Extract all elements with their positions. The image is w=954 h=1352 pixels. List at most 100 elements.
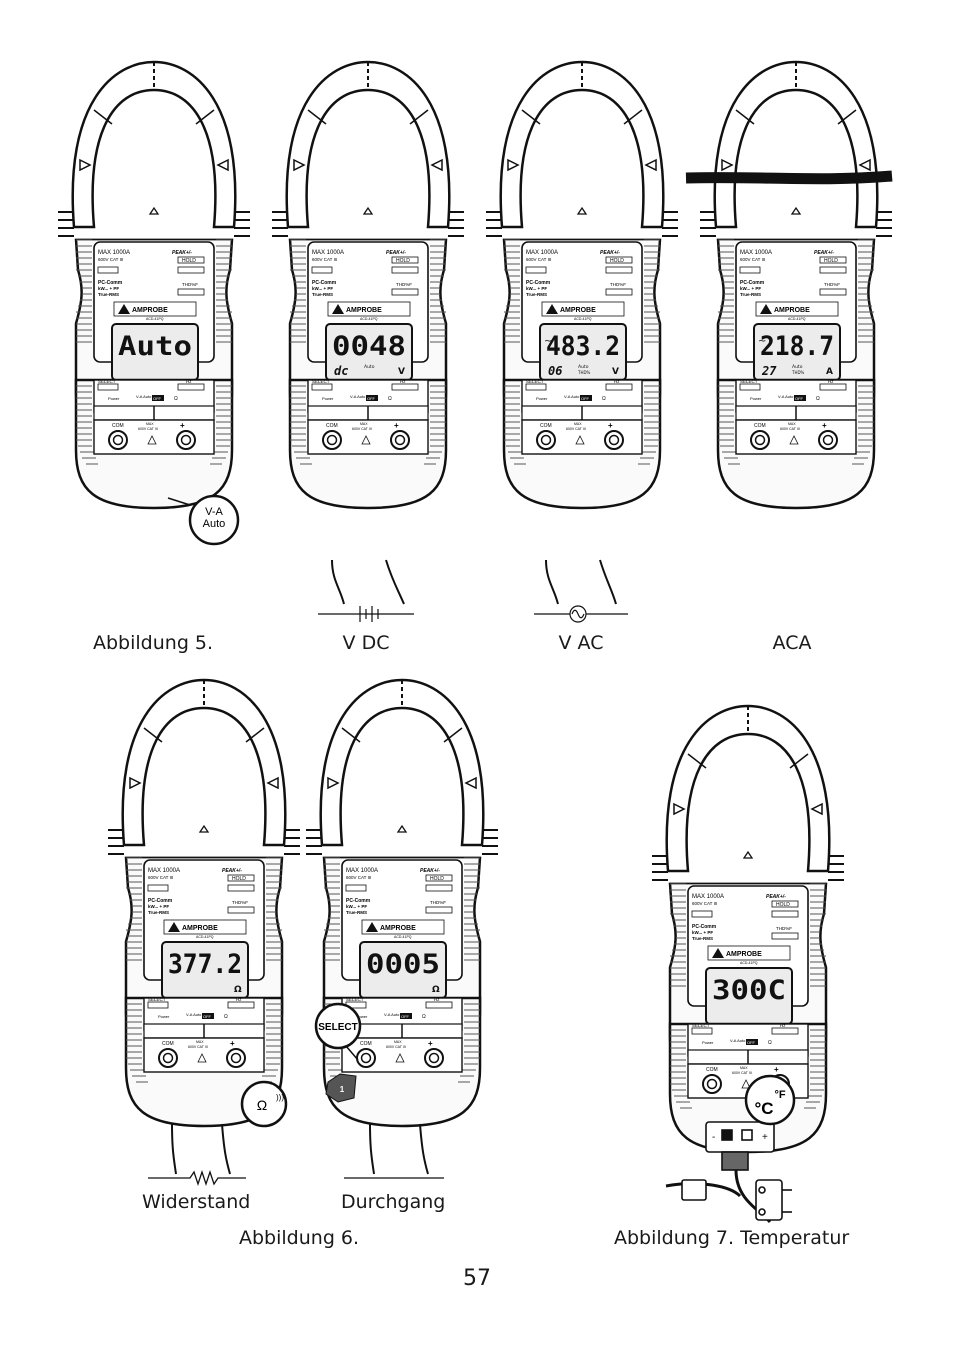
meter-aca: MAX 1000A 600V CAT III PEAK+/- HOLD PC-C…: [696, 60, 896, 510]
svg-text:True-RMS: True-RMS: [148, 910, 169, 915]
meter-lower-section: SELECT Hz Power V-A Auto OFF Ω COM MAX 6…: [302, 996, 502, 1128]
clamp-meter-drawing: MAX 1000A 600V CAT III PEAK+/- HOLD PC-C…: [486, 60, 678, 449]
svg-text:SELECT: SELECT: [692, 1023, 710, 1028]
svg-text:Power: Power: [356, 1014, 368, 1019]
svg-text:~: ~: [544, 336, 552, 347]
svg-text:V-A Auto: V-A Auto: [186, 1012, 202, 1017]
svg-text:Power: Power: [158, 1014, 170, 1019]
svg-text:600V CAT III: 600V CAT III: [352, 427, 372, 431]
svg-text:True-RMS: True-RMS: [312, 292, 333, 297]
svg-text:Power: Power: [108, 396, 120, 401]
svg-text:V-A Auto: V-A Auto: [778, 394, 794, 399]
svg-text:PEAK+/-: PEAK+/-: [814, 250, 834, 256]
svg-text:MAX 1000A: MAX 1000A: [346, 868, 378, 874]
svg-text:SELECT: SELECT: [98, 379, 116, 384]
meter-lower-drawing: SELECT Hz Power V-A Auto OFF Ω COM MAX 6…: [322, 996, 482, 1128]
continuity-leads: [344, 1123, 444, 1179]
meter-v-dc: MAX 1000A 600V CAT III PEAK+/- HOLD PC-C…: [268, 60, 468, 510]
svg-text:V: V: [612, 367, 619, 377]
svg-text:600V CAT III: 600V CAT III: [740, 257, 765, 262]
svg-text:kW... + PF: kW... + PF: [692, 930, 713, 935]
svg-text:PC-Comm: PC-Comm: [346, 898, 371, 904]
svg-text:kW... + PF: kW... + PF: [148, 904, 169, 909]
meter-lower-section: SELECT Hz Power V-A Auto OFF Ω COM MAX 6…: [104, 996, 304, 1128]
svg-text:+: +: [180, 421, 185, 430]
svg-text:THD%F: THD%F: [824, 282, 840, 287]
svg-text:PC-Comm: PC-Comm: [526, 280, 551, 286]
svg-text:MAX 1000A: MAX 1000A: [98, 250, 130, 256]
clamp-meter-drawing: MAX 1000A 600V CAT III PEAK+/- HOLD PC-C…: [700, 60, 892, 449]
svg-text:600V CAT III: 600V CAT III: [138, 427, 158, 431]
svg-text:OFF: OFF: [153, 396, 162, 401]
svg-text:MAX: MAX: [146, 422, 154, 426]
lcd-main-reading: 0005: [366, 949, 440, 980]
meter-lower-section: SELECT Hz Power V-A Auto OFF Ω COM MAX 6…: [268, 378, 468, 510]
caption-v-dc: V DC: [342, 632, 390, 654]
svg-text:ACD-41PQ: ACD-41PQ: [788, 317, 806, 321]
svg-text:+: +: [230, 1039, 235, 1048]
svg-text:THD%: THD%: [791, 370, 805, 375]
svg-text:600V CAT III: 600V CAT III: [346, 875, 371, 880]
lcd-main-reading: 218.7: [760, 331, 834, 362]
svg-text:Auto: Auto: [578, 364, 589, 370]
svg-text:True-RMS: True-RMS: [692, 936, 713, 941]
svg-text:HOLD: HOLD: [232, 876, 246, 882]
svg-text:ACD-41PQ: ACD-41PQ: [740, 961, 758, 965]
lcd-main-reading: 483.2: [546, 331, 620, 362]
svg-text:600V CAT III: 600V CAT III: [312, 257, 337, 262]
meter-v-ac: MAX 1000A 600V CAT III PEAK+/- HOLD PC-C…: [482, 60, 682, 510]
svg-text:Hz: Hz: [400, 379, 406, 384]
svg-text:MAX: MAX: [574, 422, 582, 426]
svg-text:kW... + PF: kW... + PF: [312, 286, 333, 291]
lcd-main-reading: Auto: [118, 331, 192, 362]
svg-text:OFF: OFF: [581, 396, 590, 401]
svg-text:+: +: [822, 421, 827, 430]
svg-text:V-A Auto: V-A Auto: [136, 394, 152, 399]
svg-text:kW... + PF: kW... + PF: [526, 286, 547, 291]
svg-text:Ω: Ω: [816, 396, 820, 402]
svg-text:Hz: Hz: [236, 997, 242, 1002]
svg-text:+: +: [774, 1065, 779, 1074]
svg-text:COM: COM: [754, 423, 766, 429]
svg-text:PC-Comm: PC-Comm: [692, 924, 717, 930]
svg-text:ACD-41PQ: ACD-41PQ: [574, 317, 592, 321]
caption-figure-5: Abbildung 5.: [93, 632, 214, 654]
svg-text:Power: Power: [536, 396, 548, 401]
svg-text:kW... + PF: kW... + PF: [346, 904, 367, 909]
svg-text:MAX 1000A: MAX 1000A: [312, 250, 344, 256]
svg-text:+: +: [394, 421, 399, 430]
svg-text:True-RMS: True-RMS: [526, 292, 547, 297]
svg-text:HOLD: HOLD: [610, 258, 624, 264]
meter-lower-section: SELECT Hz Power V-A Auto OFF Ω COM MAX 6…: [648, 1022, 848, 1154]
caption-v-ac: V AC: [558, 632, 604, 654]
svg-text:HOLD: HOLD: [430, 876, 444, 882]
svg-text:600V CAT III: 600V CAT III: [692, 901, 717, 906]
svg-text:AMPROBE: AMPROBE: [380, 925, 416, 932]
svg-text:Power: Power: [322, 396, 334, 401]
svg-text:HOLD: HOLD: [824, 258, 838, 264]
svg-text:THD%F: THD%F: [610, 282, 626, 287]
svg-text:MAX: MAX: [394, 1040, 402, 1044]
caption-figure-6: Abbildung 6.: [239, 1227, 360, 1249]
clamp-meter-drawing: MAX 1000A 600V CAT III PEAK+/- HOLD PC-C…: [652, 704, 844, 1093]
svg-text:V-A Auto: V-A Auto: [384, 1012, 400, 1017]
svg-text:COM: COM: [360, 1041, 372, 1047]
clamp-meter-drawing: MAX 1000A 600V CAT III PEAK+/- HOLD PC-C…: [272, 60, 464, 449]
meter-lower-drawing: SELECT Hz Power V-A Auto OFF Ω COM MAX 6…: [288, 378, 448, 510]
clamp-meter-drawing: MAX 1000A 600V CAT III PEAK+/- HOLD PC-C…: [108, 678, 300, 1067]
meter-widerstand: MAX 1000A 600V CAT III PEAK+/- HOLD PC-C…: [104, 678, 304, 1128]
svg-text:True-RMS: True-RMS: [346, 910, 367, 915]
meter-lower-section: SELECT Hz Power V-A Auto OFF Ω COM MAX 6…: [696, 378, 896, 510]
meter-lower-section: SELECT Hz Power V-A Auto OFF Ω COM MAX 6…: [54, 378, 254, 510]
svg-text:V-A Auto: V-A Auto: [564, 394, 580, 399]
clamp-meter-drawing: MAX 1000A 600V CAT III PEAK+/- HOLD PC-C…: [58, 60, 250, 449]
lcd-main-reading: 377.2: [168, 949, 242, 980]
caption-durchgang: Durchgang: [341, 1191, 446, 1213]
meter-durchgang: MAX 1000A 600V CAT III PEAK+/- HOLD PC-C…: [302, 678, 502, 1128]
svg-text:HOLD: HOLD: [776, 902, 790, 908]
meter-lower-drawing: SELECT Hz Power V-A Auto OFF Ω COM MAX 6…: [124, 996, 284, 1128]
svg-text:Hz: Hz: [780, 1023, 786, 1028]
svg-text:THD%F: THD%F: [232, 900, 248, 905]
svg-text:dc: dc: [334, 364, 348, 378]
svg-text:~: ~: [758, 336, 766, 347]
